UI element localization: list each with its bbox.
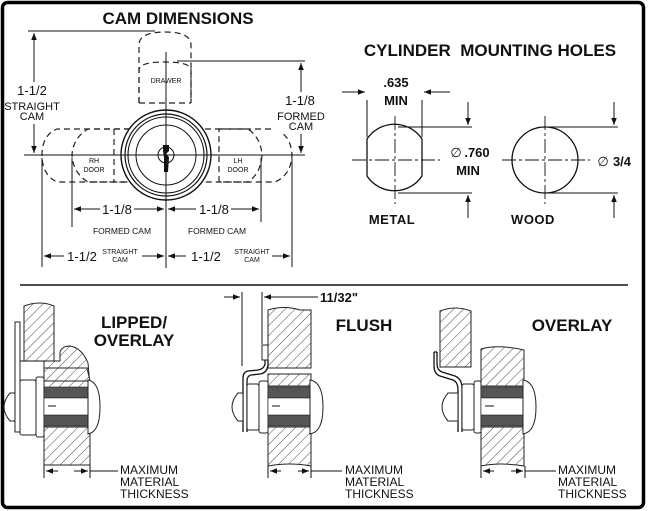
lipped-overlay-caption-line3: THICKNESS (120, 487, 189, 501)
lipped-overlay-caption-line2: MATERIAL (120, 475, 179, 489)
metal-diameter-symbol: ∅ (450, 145, 461, 160)
flush-offset-value: 11/32" (320, 290, 358, 305)
mounting-holes-section: CYLINDER MOUNTING HOLES .635 MIN ∅ .760 … (342, 41, 636, 227)
lh-door-label-line2: DOOR (228, 167, 249, 174)
metal-diameter-value: .760 (464, 145, 489, 160)
metal-width-qualifier: MIN (384, 93, 408, 108)
lipped-overlay-title-line2: OVERLAY (94, 331, 175, 350)
rh-door-label-line2: DOOR (84, 167, 105, 174)
straight-cam-vertical-label-line1: STRAIGHT (4, 101, 60, 113)
wood-label: WOOD (511, 212, 555, 227)
flush-caption-line3: THICKNESS (345, 487, 414, 501)
formed-cam-vertical-value: 1-1/8 (285, 93, 315, 108)
overlay-installation: OVERLAY MAXIMUM MATERIAL THICKNESS (433, 307, 627, 501)
mounting-holes-title: CYLINDER MOUNTING HOLES (364, 41, 616, 60)
straight-cam-right-value: 1-1/2 (191, 249, 221, 264)
metal-hole: .635 MIN ∅ .760 MIN METAL (342, 75, 490, 227)
straight-cam-right-label-line1: STRAIGHT (234, 249, 270, 256)
overlay-title: OVERLAY (532, 316, 613, 335)
metal-width-value: .635 (383, 75, 408, 90)
formed-cam-right-value: 1-1/8 (199, 202, 229, 217)
rh-door-label-line1: RH (89, 158, 99, 165)
wood-hole: ∅ 3/4 WOOD (502, 102, 636, 227)
cam-dimensions-title: CAM DIMENSIONS (102, 9, 253, 28)
formed-cam-left-label: FORMED CAM (93, 226, 151, 236)
formed-cam-vertical-label-line1: FORMED (277, 111, 325, 123)
straight-cam-right-label-line2: CAM (244, 257, 260, 264)
straight-cam-vertical-label-line2: CAM (20, 111, 44, 123)
overlay-caption-line2: MATERIAL (558, 475, 617, 489)
flush-title: FLUSH (336, 316, 393, 335)
wood-diameter-value: 3/4 (613, 154, 632, 169)
formed-cam-right-label: FORMED CAM (188, 226, 246, 236)
flush-installation: 11/32" FLUSH MAXIMUM MATERIAL THICKNESS (224, 290, 414, 501)
wood-diameter-symbol: ∅ (597, 154, 608, 169)
straight-cam-left-label-line1: STRAIGHT (102, 249, 138, 256)
cam-dimensions-section: CAM DIMENSIONS DRAWER RH DOOR LH DOOR (4, 9, 328, 268)
straight-cam-vertical-value: 1-1/2 (17, 83, 47, 98)
lipped-overlay-installation: LIPPED/ OVERLAY MAXIMUM MATERIAL THICKNE… (3, 302, 189, 501)
straight-cam-left-label-line2: CAM (112, 257, 128, 264)
metal-diameter-qualifier: MIN (456, 163, 480, 178)
lipped-overlay-title-line1: LIPPED/ (101, 313, 167, 332)
metal-label: METAL (369, 212, 415, 227)
flush-caption-line1: MAXIMUM (345, 463, 403, 477)
overlay-caption-line3: THICKNESS (558, 487, 627, 501)
overlay-caption-line1: MAXIMUM (558, 463, 616, 477)
flush-caption-line2: MATERIAL (345, 475, 404, 489)
lipped-overlay-caption-line1: MAXIMUM (120, 463, 178, 477)
formed-cam-vertical-label-line2: CAM (289, 121, 313, 133)
straight-cam-left-value: 1-1/2 (67, 249, 97, 264)
formed-cam-left-value: 1-1/8 (102, 202, 132, 217)
lh-door-label-line1: LH (234, 158, 243, 165)
